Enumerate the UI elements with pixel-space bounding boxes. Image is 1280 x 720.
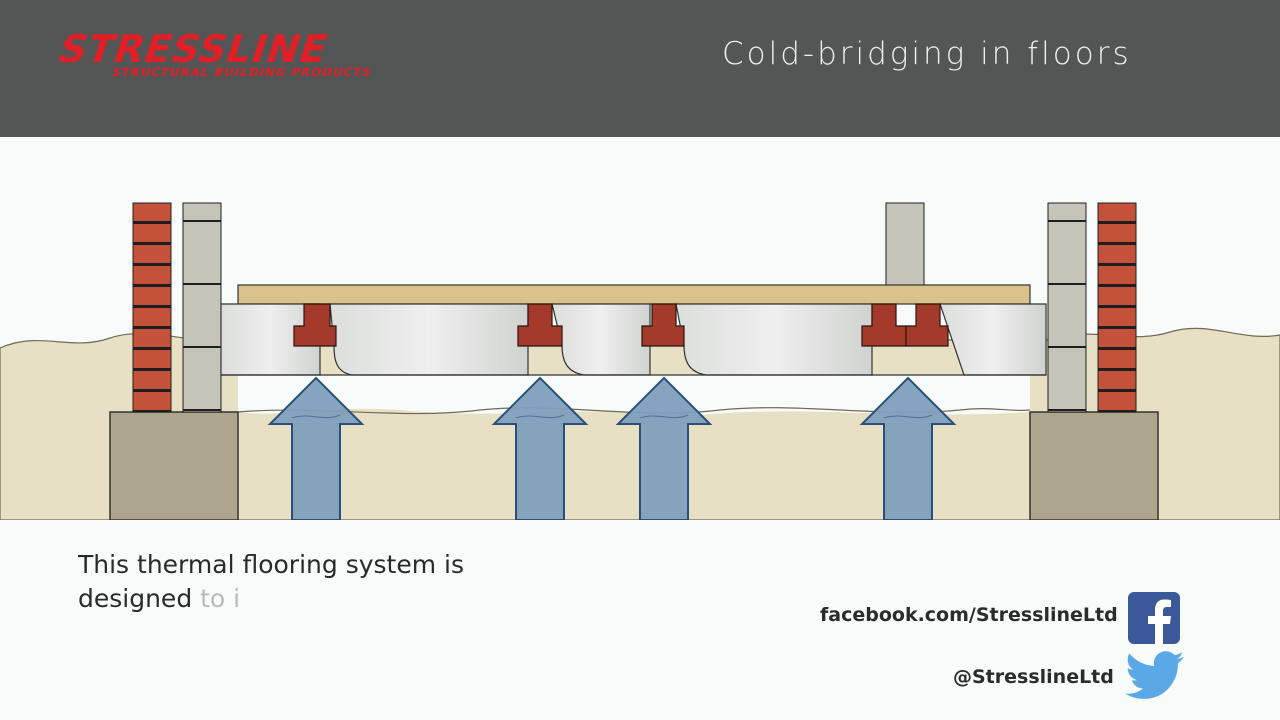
caption-line-2-faded: to i bbox=[192, 584, 241, 613]
beam-1 bbox=[293, 303, 337, 347]
heat-arrows bbox=[267, 376, 957, 520]
floor-diagram bbox=[0, 202, 1280, 520]
page-title: Cold-bridging in floors bbox=[722, 36, 1132, 72]
logo-brand-text: STRESSLINE bbox=[52, 30, 334, 72]
brick-wall-right bbox=[1097, 202, 1137, 413]
heat-arrow-4 bbox=[859, 376, 957, 520]
beam-3 bbox=[641, 303, 685, 347]
stressline-logo: STRESSLINE STRUCTURAL BUILDING PRODUCTS bbox=[52, 30, 374, 79]
heat-arrow-3 bbox=[615, 376, 713, 520]
internal-wall bbox=[885, 202, 925, 286]
heat-arrow-1 bbox=[267, 376, 365, 520]
twitter-link[interactable]: @StresslineLtd bbox=[953, 666, 1114, 688]
foundation-right bbox=[1029, 411, 1159, 520]
logo-tagline-text: STRUCTURAL BUILDING PRODUCTS bbox=[110, 65, 374, 79]
sub-floor-void bbox=[238, 375, 1030, 415]
floor-deck bbox=[237, 284, 1031, 305]
block-wall-left bbox=[182, 202, 222, 413]
caption-line-2-visible: designed bbox=[78, 584, 193, 613]
brick-wall-left bbox=[132, 202, 172, 413]
twitter-icon[interactable] bbox=[1122, 650, 1186, 706]
heat-arrow-2 bbox=[491, 376, 589, 520]
foundation-left bbox=[109, 411, 239, 520]
facebook-icon[interactable] bbox=[1128, 592, 1180, 644]
caption-line-1: This thermal flooring system is bbox=[78, 550, 464, 579]
insulation-panels bbox=[220, 303, 1047, 376]
block-wall-right bbox=[1047, 202, 1087, 413]
caption-text: This thermal flooring system is designed… bbox=[78, 548, 464, 616]
concrete-beams bbox=[293, 303, 949, 347]
caption-line-2: designed to i bbox=[78, 582, 464, 616]
facebook-link[interactable]: facebook.com/StresslineLtd bbox=[820, 604, 1118, 626]
beam-2 bbox=[517, 303, 563, 347]
beam-5 bbox=[905, 303, 949, 347]
header-bar: STRESSLINE STRUCTURAL BUILDING PRODUCTS … bbox=[0, 0, 1280, 137]
